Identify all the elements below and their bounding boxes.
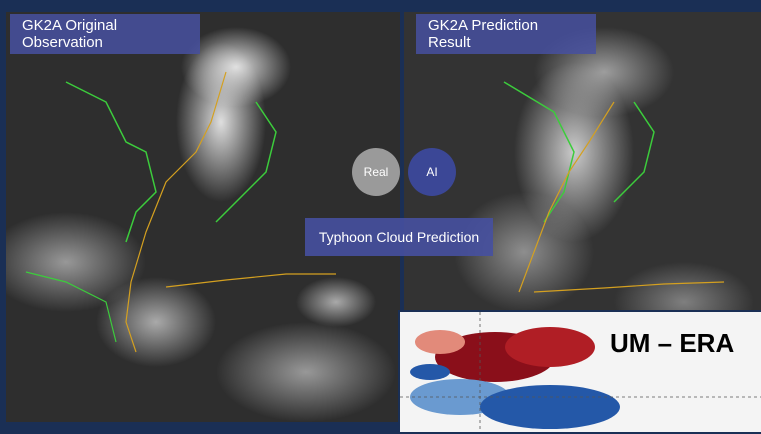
typhoon-cloud-prediction-label: Typhoon Cloud Prediction xyxy=(305,218,493,256)
left-panel-title: GK2A Original Observation xyxy=(10,14,200,54)
real-badge: Real xyxy=(352,148,400,196)
inset-title: UM – ERA xyxy=(610,328,735,358)
um-era-inset-map xyxy=(398,310,761,434)
right-panel-title: GK2A Prediction Result xyxy=(416,14,596,54)
original-observation-image xyxy=(6,12,400,422)
ai-badge: AI xyxy=(408,148,456,196)
typhoon-track-right xyxy=(518,101,615,293)
anomaly-heatmap xyxy=(400,312,761,432)
satellite-imagery-left xyxy=(6,12,400,422)
typhoon-track-left xyxy=(125,71,227,353)
